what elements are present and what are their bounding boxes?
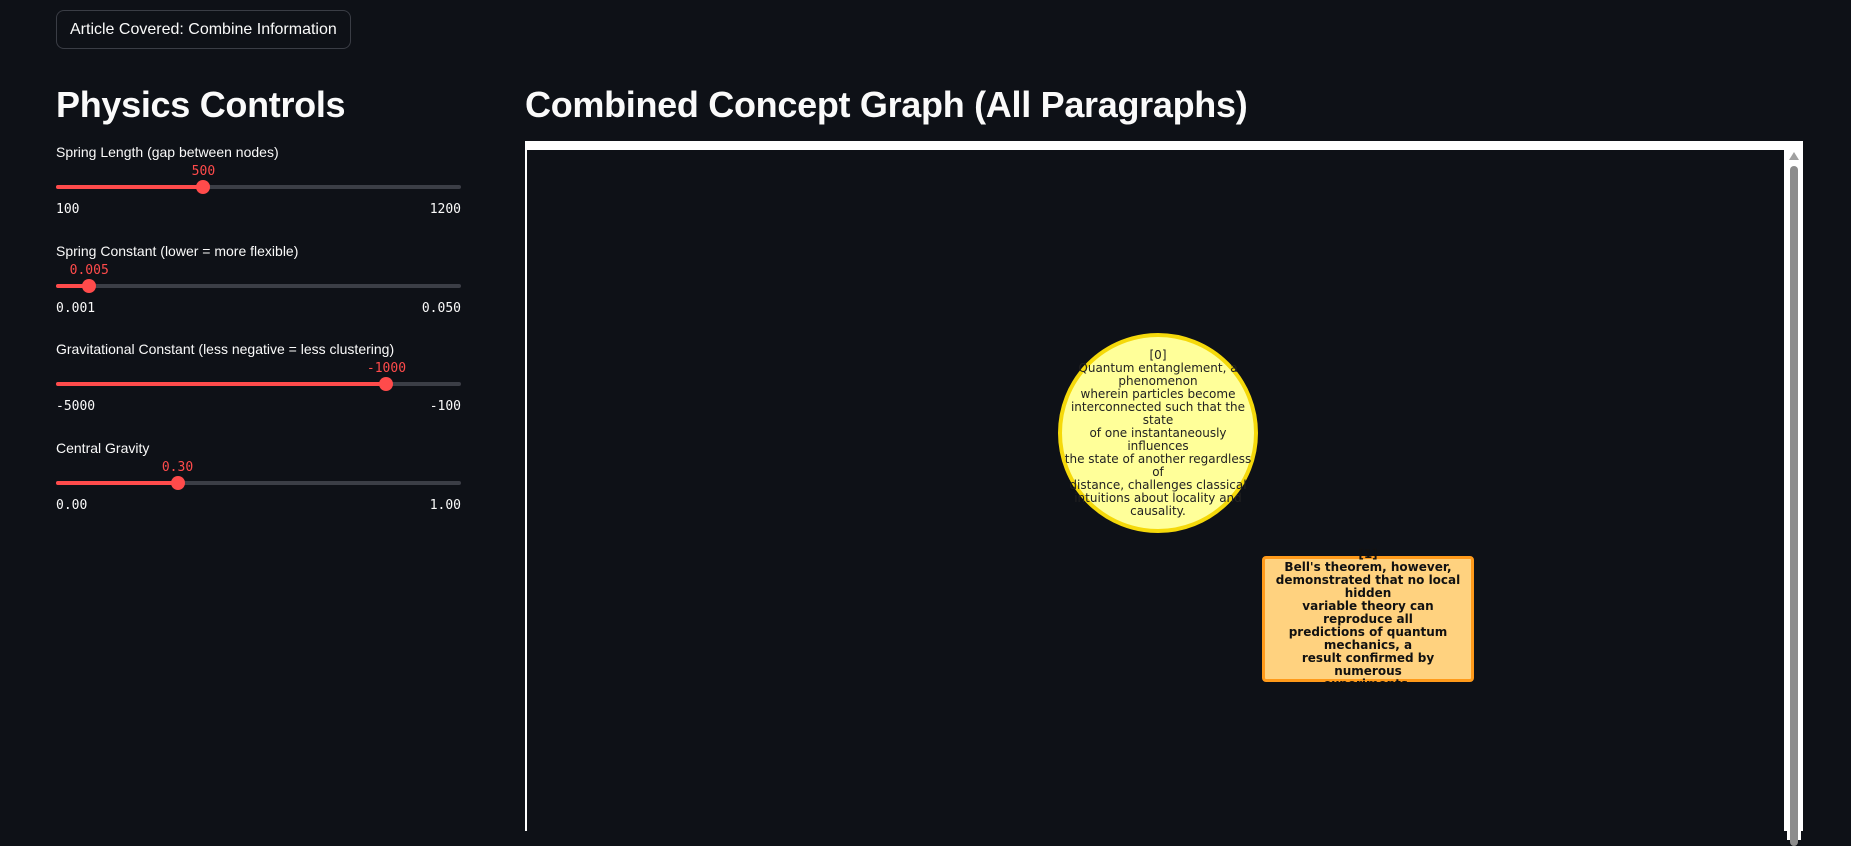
slider-fill xyxy=(56,382,387,386)
spring-constant-slider[interactable]: Spring Constant (lower = more flexible) … xyxy=(56,243,461,343)
slider-max: -100 xyxy=(429,399,461,414)
slider-thumb[interactable] xyxy=(170,476,185,490)
graph-node-0[interactable]: [0] Quantum entanglement, a phenomenon w… xyxy=(1058,333,1258,533)
slider-label: Spring Length (gap between nodes) xyxy=(56,144,279,160)
slider-min: 0.00 xyxy=(56,498,88,513)
graph-title: Combined Concept Graph (All Paragraphs) xyxy=(525,84,1248,125)
slider-thumb[interactable] xyxy=(379,377,394,391)
slider-min: 0.001 xyxy=(56,301,96,316)
slider-value: 0.30 xyxy=(161,460,194,475)
slider-track[interactable] xyxy=(56,476,461,490)
node-id: [0] xyxy=(1149,347,1167,362)
slider-value: 0.005 xyxy=(69,263,109,278)
node-id: [1] xyxy=(1358,546,1378,561)
slider-thumb[interactable] xyxy=(82,279,97,293)
slider-thumb[interactable] xyxy=(196,180,211,194)
scroll-up-arrow-icon[interactable] xyxy=(1789,152,1799,160)
graph-frame xyxy=(525,141,1803,846)
slider-min: -5000 xyxy=(56,399,96,414)
slider-fill xyxy=(56,284,90,288)
slider-track[interactable] xyxy=(56,180,461,194)
slider-fill xyxy=(56,185,204,189)
slider-max: 1.00 xyxy=(429,498,461,513)
slider-label: Gravitational Constant (less negative = … xyxy=(56,341,395,357)
slider-max: 0.050 xyxy=(421,301,461,316)
slider-max: 1200 xyxy=(429,202,461,217)
gravitational-constant-slider[interactable]: Gravitational Constant (less negative = … xyxy=(56,341,461,441)
slider-label: Spring Constant (lower = more flexible) xyxy=(56,243,299,259)
scroll-thumb[interactable] xyxy=(1790,166,1798,846)
node-text: Quantum entanglement, a phenomenon where… xyxy=(1064,360,1252,518)
graph-node-1[interactable]: [1] Bell's theorem, however, demonstrate… xyxy=(1262,547,1474,690)
slider-track[interactable] xyxy=(56,377,461,391)
graph-scrollbar[interactable] xyxy=(1787,150,1801,846)
physics-controls-title: Physics Controls xyxy=(56,84,346,125)
slider-value: -1000 xyxy=(366,361,407,376)
slider-label: Central Gravity xyxy=(56,440,150,456)
node-text: Bell's theorem, however, demonstrated th… xyxy=(1275,559,1461,691)
slider-value: 500 xyxy=(191,164,216,179)
slider-track[interactable] xyxy=(56,279,461,293)
slider-fill xyxy=(56,481,178,485)
article-covered-badge[interactable]: Article Covered: Combine Information xyxy=(56,10,351,49)
article-covered-text: Article Covered: Combine Information xyxy=(70,21,337,38)
slider-min: 100 xyxy=(56,202,80,217)
central-gravity-slider[interactable]: Central Gravity 0.30 0.00 1.00 xyxy=(56,440,461,540)
spring-length-slider[interactable]: Spring Length (gap between nodes) 500 10… xyxy=(56,144,461,244)
